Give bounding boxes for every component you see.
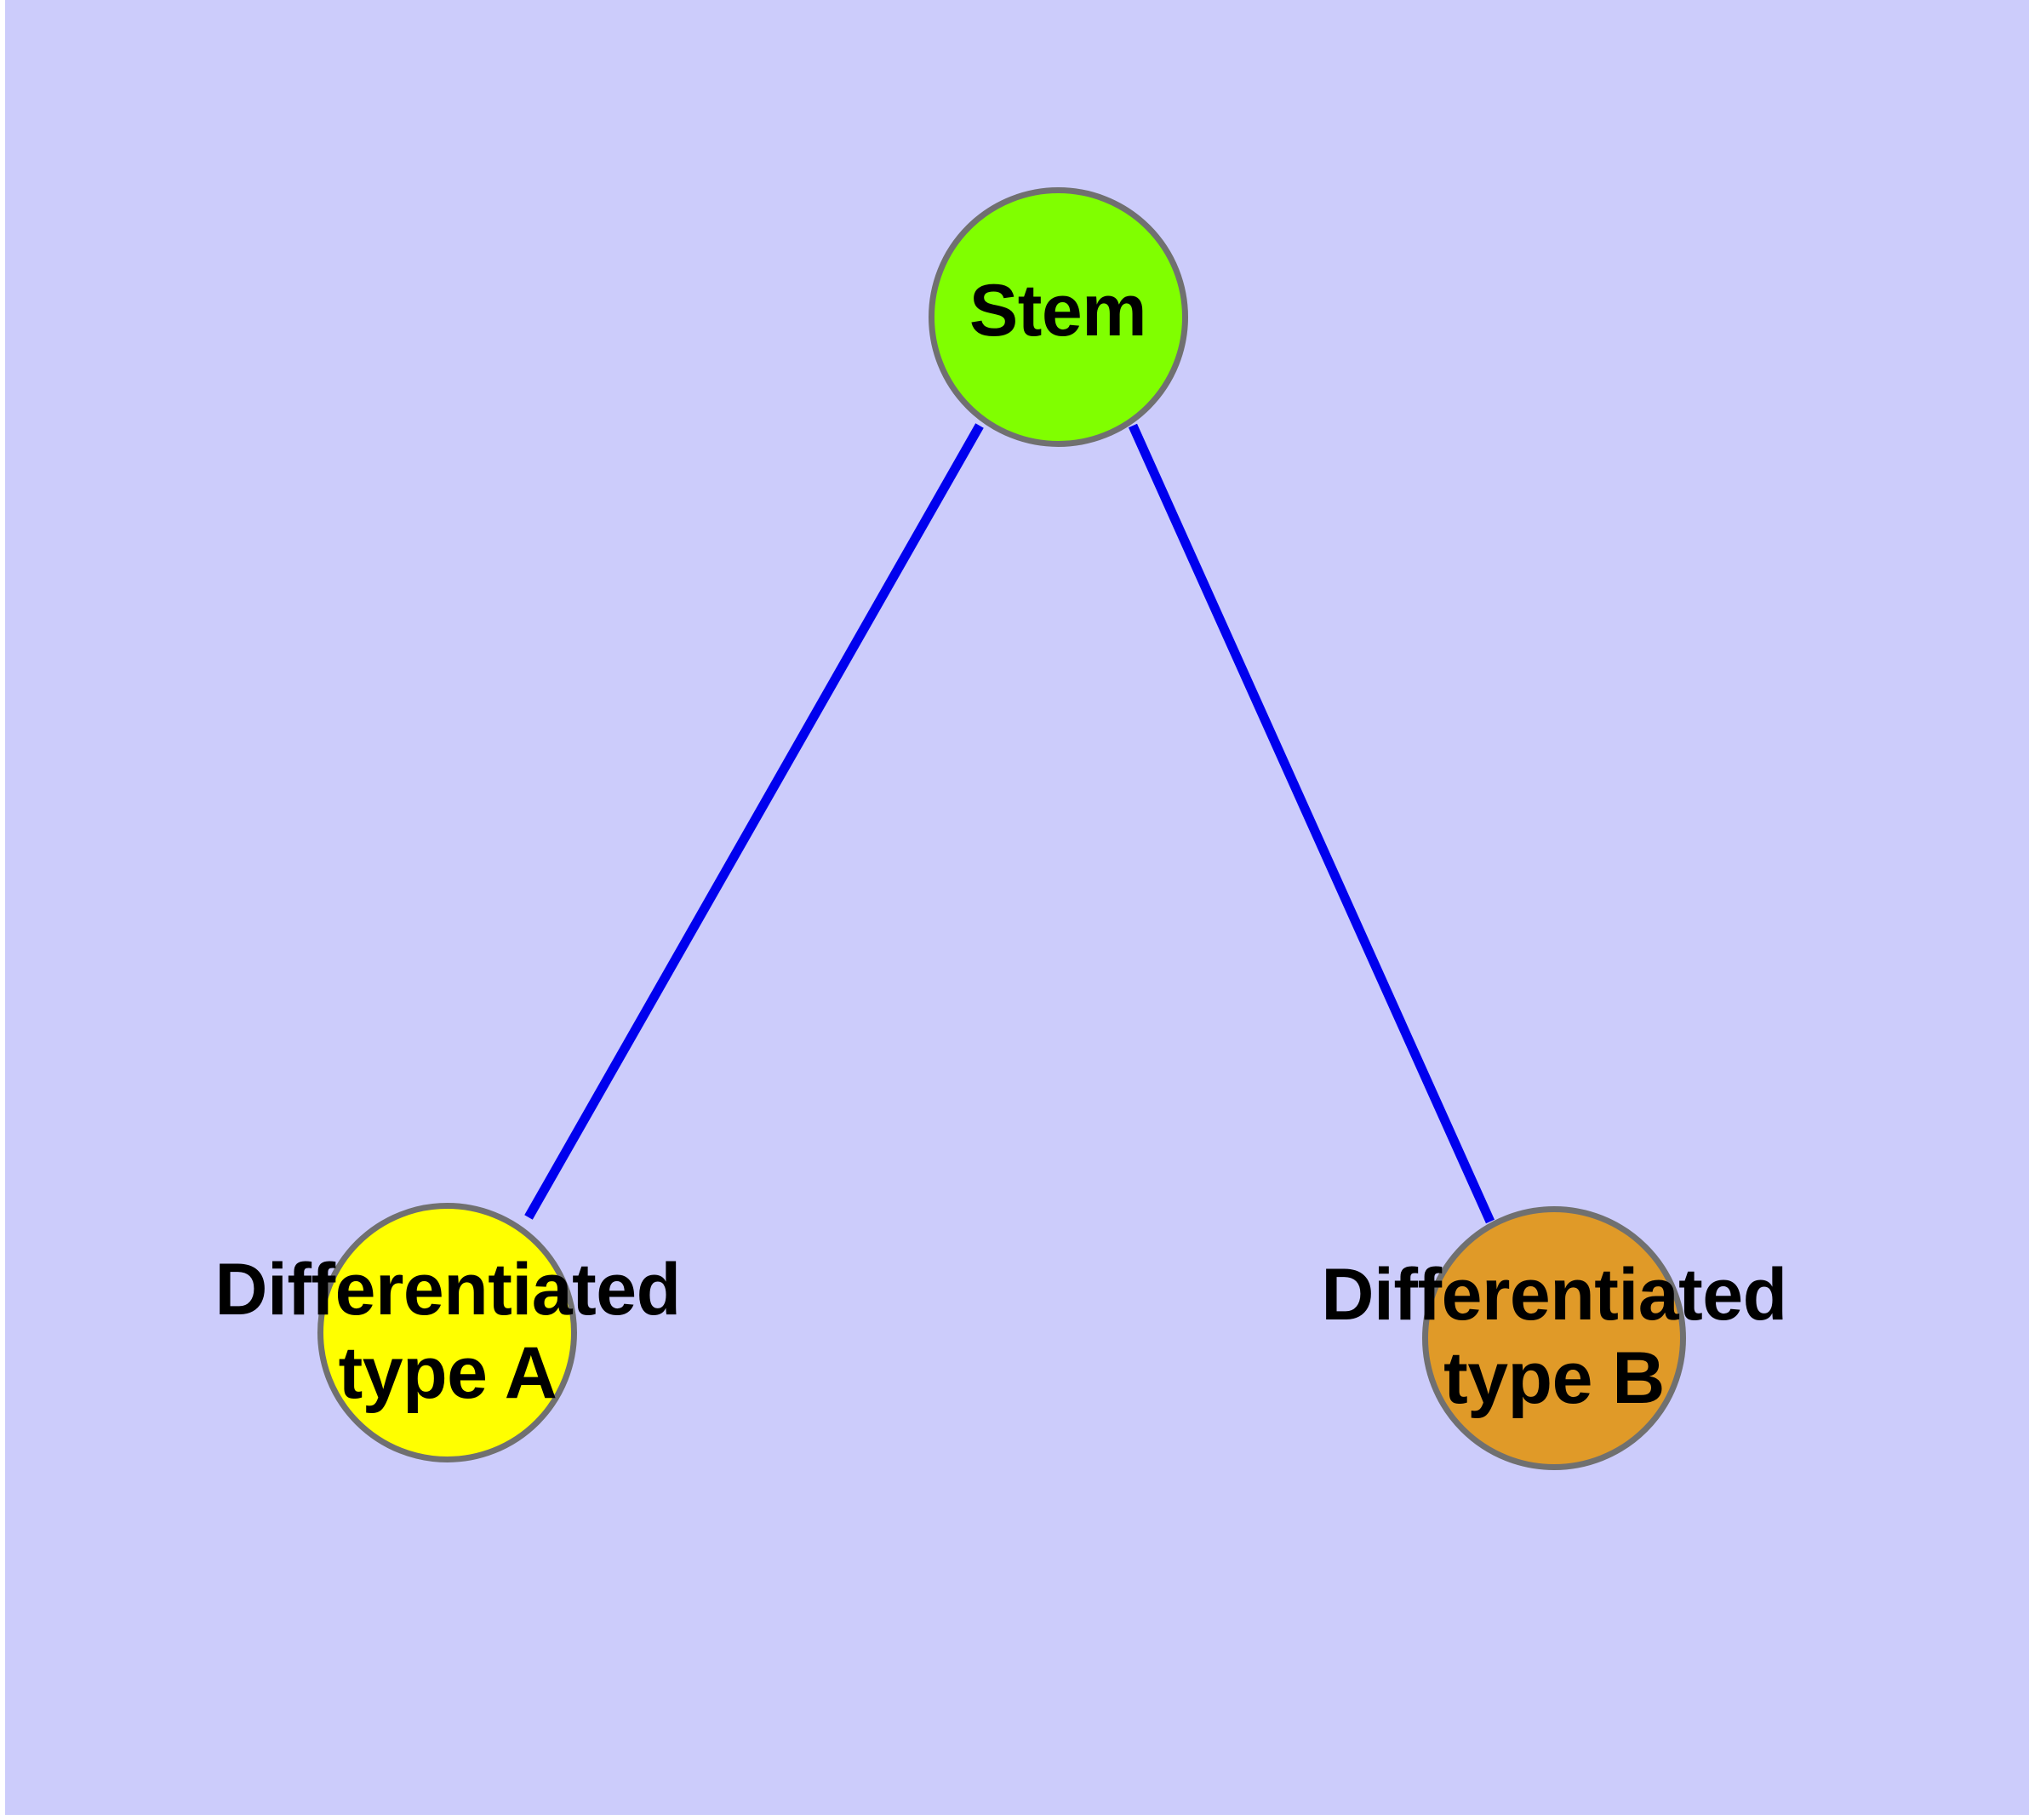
node-stem[interactable] [929,187,1188,447]
node-differentiated-type-b[interactable] [1422,1206,1686,1470]
edge-stem-to-type-a [524,423,984,1220]
node-differentiated-type-a[interactable] [317,1203,577,1462]
edge-stem-to-type-b [1128,423,1495,1224]
